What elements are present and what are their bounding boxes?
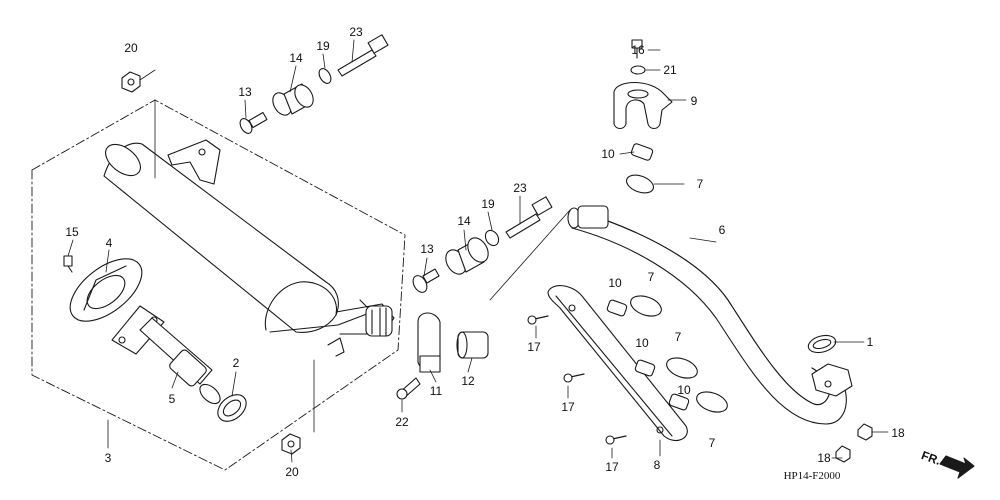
callout-11: 11 [429, 384, 443, 398]
nut-18-right-part [858, 424, 872, 440]
callout-23-middle: 23 [513, 181, 527, 195]
callout-7-second: 7 [647, 270, 655, 284]
callout-7-fourth: 7 [708, 436, 716, 450]
gasket-1-part [806, 333, 837, 356]
muffler-body [100, 138, 394, 356]
callout-3: 3 [104, 451, 112, 465]
callout-18-right: 18 [891, 426, 905, 440]
callout-12: 12 [461, 374, 475, 388]
spark-arrester-part [112, 306, 224, 407]
leader-lines [68, 40, 888, 462]
nut-20-lower-part [282, 434, 300, 454]
callout-2: 2 [232, 356, 240, 370]
callout-20-upper: 20 [124, 41, 138, 55]
nut-20-upper-part [122, 72, 140, 92]
exhaust-pipe-part [568, 206, 852, 424]
clamp-11-part [418, 313, 440, 372]
figure-code: HP14-F2000 [783, 470, 841, 482]
upper-mount-hardware [238, 35, 388, 136]
callout-17-middle: 17 [561, 400, 575, 414]
callout-10-fourth: 10 [677, 383, 691, 397]
bolt-22-part [397, 378, 420, 399]
callout-5: 5 [168, 392, 176, 406]
callout-13-upper: 13 [238, 85, 252, 99]
callout-19-upper: 19 [316, 39, 330, 53]
sleeve-12-part [457, 332, 488, 358]
callout-1: 1 [866, 335, 874, 349]
callout-4: 4 [105, 236, 113, 250]
bracket-9-part [614, 83, 672, 129]
callout-23-upper: 23 [349, 25, 363, 39]
heat-shield-part [548, 286, 687, 441]
front-direction-arrow [940, 456, 974, 478]
callout-15: 15 [65, 225, 79, 239]
middle-mount-hardware [410, 197, 552, 295]
bolt-16-part [632, 40, 642, 58]
callout-13-middle: 13 [420, 242, 434, 256]
nut-18-left-part [836, 446, 850, 462]
callout-18-left: 18 [817, 451, 831, 465]
callout-7-third: 7 [674, 330, 682, 344]
callout-20-lower: 20 [285, 465, 299, 479]
gasket-2-part [213, 389, 252, 426]
bolt-17-parts [528, 316, 626, 444]
callout-21: 21 [663, 63, 677, 77]
bolt-15-part [64, 256, 72, 272]
callout-16: 16 [631, 43, 645, 57]
callout-17-upper: 17 [527, 340, 541, 354]
callout-6: 6 [718, 223, 726, 237]
clip-and-clamp-parts [606, 143, 730, 416]
callout-22: 22 [395, 415, 409, 429]
callout-14-middle: 14 [457, 214, 471, 228]
callout-14-upper: 14 [289, 51, 303, 65]
callout-8: 8 [653, 458, 661, 472]
callout-10-second: 10 [608, 276, 622, 290]
callout-9: 9 [690, 94, 698, 108]
callout-17-lower: 17 [605, 460, 619, 474]
washer-21-part [631, 66, 645, 74]
callout-10-top: 10 [601, 147, 615, 161]
callout-19-middle: 19 [481, 197, 495, 211]
callout-7-top: 7 [696, 177, 704, 191]
callout-10-third: 10 [635, 336, 649, 350]
end-cap-part [59, 247, 152, 333]
